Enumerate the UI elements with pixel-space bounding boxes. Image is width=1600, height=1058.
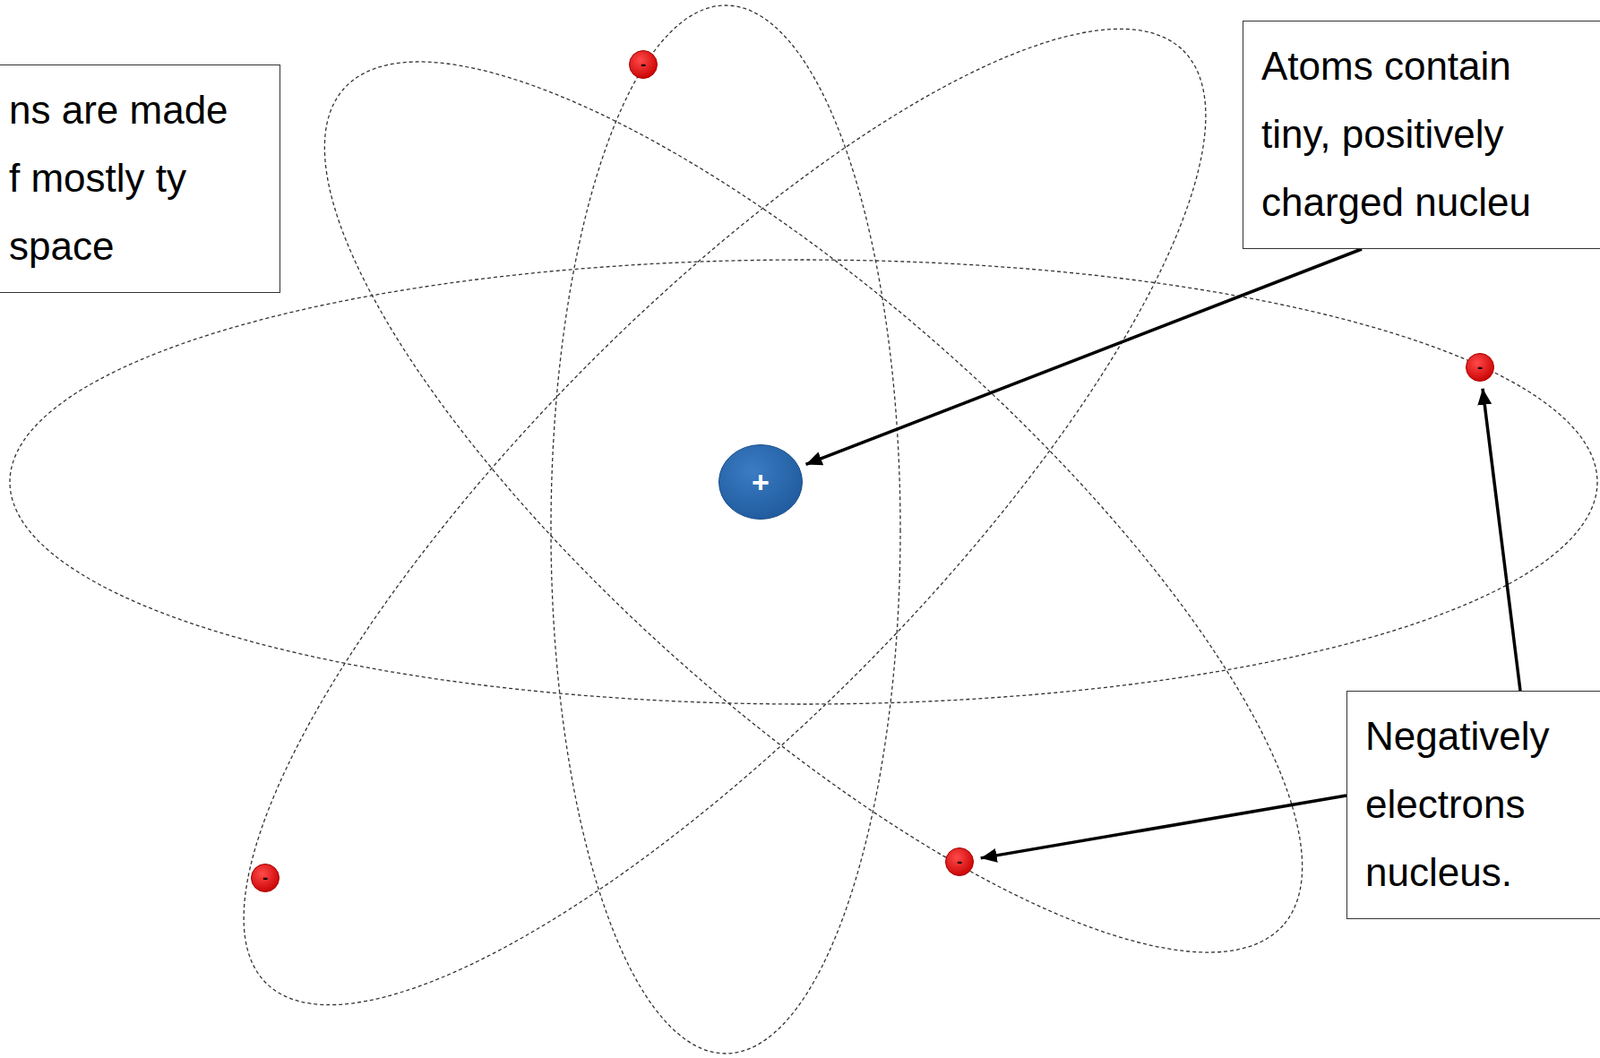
- orbit-ellipse: [550, 5, 901, 1054]
- electron-circle: -: [1465, 352, 1495, 382]
- pointer-arrow: [980, 795, 1347, 859]
- orbit-ellipse: [120, 0, 1330, 1058]
- electron-fill: [251, 864, 280, 893]
- nucleus-fill: [719, 445, 803, 520]
- electron-circle: -: [250, 863, 280, 893]
- orbit-ellipse: [207, 0, 1420, 1058]
- orbit-ellipse: [9, 259, 1598, 705]
- nucleus-circle: +: [718, 444, 803, 520]
- charge-sign: -: [1465, 352, 1495, 382]
- electron-fill: [629, 51, 658, 79]
- callout-text: Negatively electrons nucleus.: [1365, 702, 1599, 907]
- charge-sign: -: [628, 50, 658, 79]
- pointer-arrow: [806, 249, 1362, 465]
- electron-fill: [1466, 353, 1495, 382]
- electron-circle: -: [945, 847, 974, 877]
- charge-sign: +: [718, 444, 803, 520]
- charge-sign: -: [250, 863, 280, 893]
- pointer-arrow: [1482, 388, 1521, 691]
- callout-text: Atoms contain tiny, positively charged n…: [1261, 32, 1571, 237]
- charge-sign: -: [945, 847, 974, 877]
- electron-fill: [946, 848, 974, 877]
- electron-circle: -: [628, 50, 658, 79]
- callout-box: Atoms contain tiny, positively charged n…: [1242, 20, 1600, 250]
- callout-text: ns are made f mostly ty space: [8, 76, 244, 281]
- callout-box: ns are made f mostly ty space: [0, 64, 281, 293]
- callout-box: Negatively electrons nucleus.: [1346, 690, 1600, 920]
